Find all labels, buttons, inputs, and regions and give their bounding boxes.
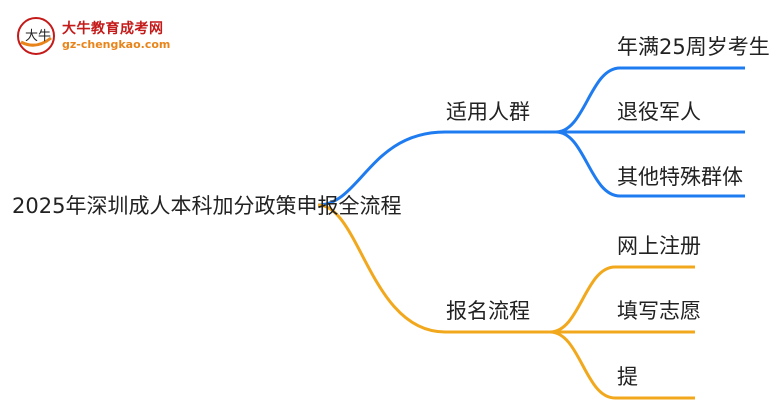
root-topic: 2025年深圳成人本科加分政策申报全流程 [12, 194, 402, 218]
site-logo[interactable]: 大牛 大牛教育成考网 gz-chengkao.com [8, 14, 183, 58]
logo-badge-text: 大牛 [25, 29, 51, 44]
logo-title: 大牛教育成考网 [62, 21, 164, 37]
leaf-topic-1-1: 年满25周岁考生 [617, 35, 770, 59]
leaf-topic-1-2: 退役军人 [617, 100, 701, 124]
logo-badge-icon: 大牛 [17, 17, 55, 55]
connector-root-branch-2 [317, 203, 550, 334]
connector-branch-2-leaf-1 [549, 265, 695, 334]
leaf-topic-1-3: 其他特殊群体 [617, 165, 743, 189]
connector-branch-2-leaf-3 [549, 330, 695, 400]
leaf-topic-2-3: 提 [617, 365, 638, 389]
logo-url: gz-chengkao.com [62, 38, 171, 51]
connector-branch-1-leaf-3 [555, 130, 745, 198]
branch-topic-1: 适用人群 [446, 100, 530, 124]
leaf-topic-2-2: 填写志愿 [617, 299, 701, 323]
leaf-topic-2-1: 网上注册 [617, 234, 701, 258]
connector-root-branch-1 [317, 130, 556, 207]
connector-branch-1-leaf-1 [555, 66, 745, 134]
mindmap-diagram [317, 66, 745, 400]
branch-topic-2: 报名流程 [446, 299, 530, 323]
